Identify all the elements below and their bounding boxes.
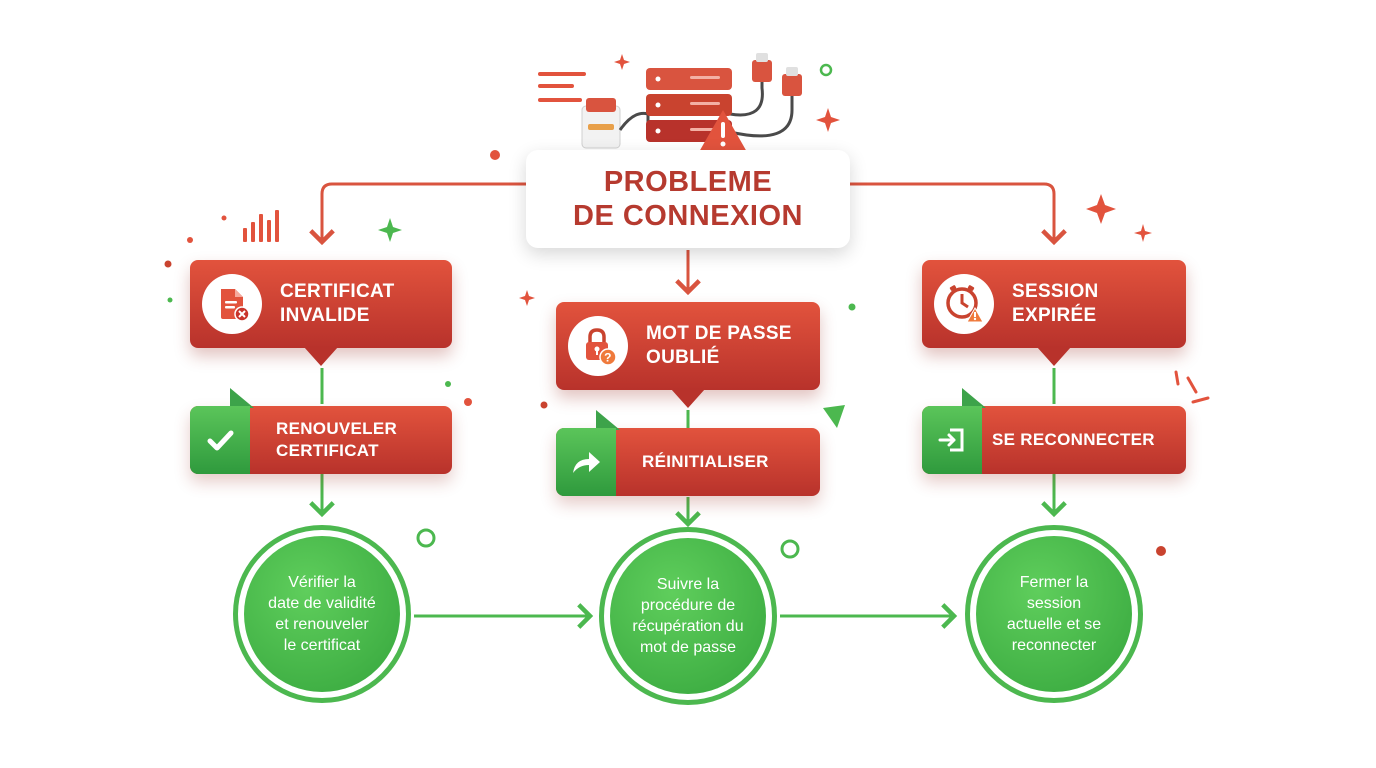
problem-card-certificat-invalide: CERTIFICAT INVALIDE	[190, 260, 452, 366]
result-line: session	[1026, 595, 1082, 612]
problem-pointer	[304, 347, 338, 366]
result-line: procédure de	[640, 597, 736, 614]
action-button-se-reconnecter[interactable]: SE RECONNECTER	[922, 388, 1186, 474]
clock-warning-icon	[946, 285, 984, 323]
result-line: reconnecter	[1011, 637, 1097, 654]
result-line: et renouveler	[275, 616, 369, 633]
document-error-icon	[221, 289, 250, 322]
sign-in-icon	[938, 428, 964, 452]
action-icon-tab	[556, 428, 616, 496]
result-circle-3: Fermer la session actuelle et se reconne…	[965, 525, 1143, 703]
result-line: récupération du	[632, 618, 744, 635]
result-line: Vérifier la	[288, 574, 356, 591]
problem-card-session-expiree: SESSION EXPIRÉE	[922, 260, 1186, 366]
action-button-reinitialiser[interactable]: RÉINITIALISER	[556, 410, 820, 496]
title-box: PROBLEME DE CONNEXION	[526, 150, 850, 248]
problem-label-line-1: MOT DE PASSE	[646, 323, 792, 344]
problem-icon-container	[934, 274, 994, 334]
result-text-1: Vérifier la date de validité et renouvel…	[244, 536, 400, 692]
action-button-renouveler-certificat[interactable]: RENOUVELER CERTIFICAT	[190, 388, 452, 474]
problem-icon-container: ?	[568, 316, 628, 376]
action-label-line-1: SE RECONNECTER	[992, 430, 1155, 449]
action-icon-tab	[922, 406, 982, 474]
result-line: Suivre la	[656, 576, 720, 593]
action-flag	[596, 410, 620, 430]
problem-label-line-1: CERTIFICAT	[280, 281, 395, 302]
title-line-1: PROBLEME	[603, 166, 773, 198]
result-circle-1: Vérifier la date de validité et renouvel…	[233, 525, 411, 703]
problem-pointer	[671, 389, 705, 408]
action-label-line-2: CERTIFICAT	[276, 441, 379, 460]
forward-arrow-icon	[573, 452, 600, 473]
problem-label-line-2: EXPIRÉE	[1012, 305, 1097, 326]
problem-card-mot-de-passe-oublie: ? MOT DE PASSE OUBLIÉ	[556, 302, 820, 408]
action-flag	[962, 388, 986, 408]
result-line: mot de passe	[639, 639, 737, 656]
problem-label-line-1: SESSION	[1012, 281, 1099, 302]
result-line: le certificat	[283, 637, 361, 654]
result-text-3: Fermer la session actuelle et se reconne…	[976, 536, 1132, 692]
result-circle-2: Suivre la procédure de récupération du m…	[599, 527, 777, 705]
action-icon-tab	[190, 406, 250, 474]
problem-pointer	[1037, 347, 1071, 366]
problem-label-line-2: INVALIDE	[280, 305, 370, 326]
result-line: date de validité	[268, 595, 376, 612]
problem-label-line-2: OUBLIÉ	[646, 347, 720, 368]
server-warning-icon	[538, 53, 840, 152]
title-line-2: DE CONNEXION	[573, 200, 803, 232]
problem-icon-container	[202, 274, 262, 334]
result-line: actuelle et se	[1006, 616, 1102, 633]
action-label-line-1: RÉINITIALISER	[642, 452, 769, 471]
action-flag	[230, 388, 254, 408]
action-label-line-1: RENOUVELER	[276, 419, 398, 438]
svg-text:?: ?	[604, 351, 612, 365]
result-line: Fermer la	[1019, 574, 1089, 591]
checkmark-icon	[207, 430, 234, 451]
result-text-2: Suivre la procédure de récupération du m…	[610, 538, 766, 694]
padlock-question-icon: ?	[586, 328, 617, 366]
